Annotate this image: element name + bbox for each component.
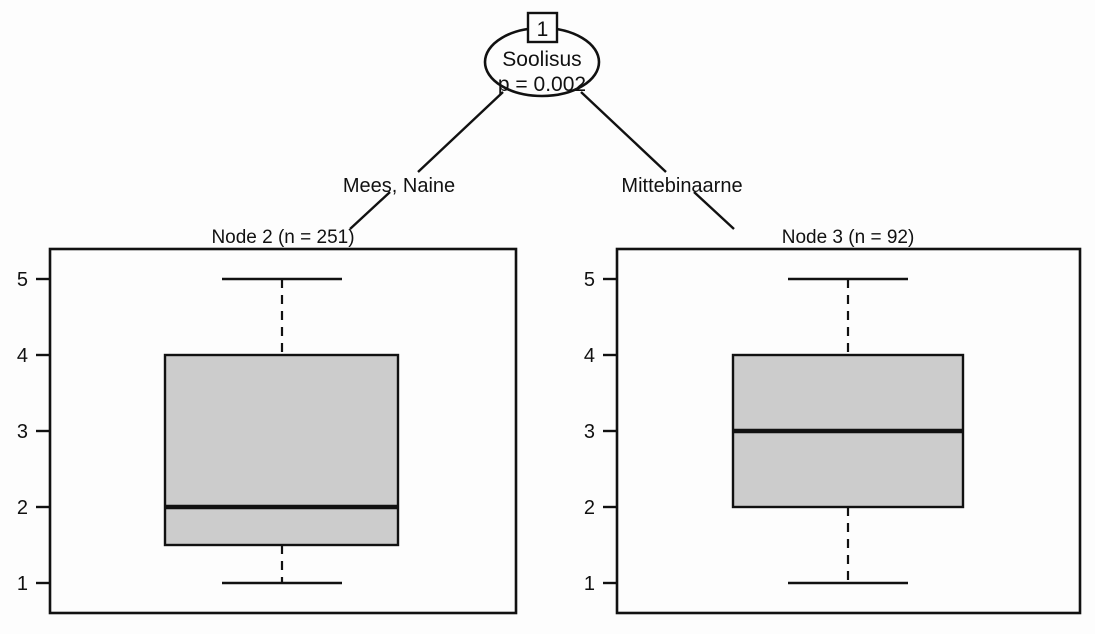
panel-node-2[interactable]: Node 2 (n = 251) 5 4 3 2 1 (17, 227, 518, 615)
edge-left-label: Mees, Naine (343, 175, 455, 197)
panel-node-3-tick-label-2: 2 (584, 497, 595, 519)
panel-node-2-tick-label-2: 2 (17, 497, 28, 519)
root-node-variable: Soolisus (502, 48, 581, 71)
panel-node-3-title: Node 3 (n = 92) (782, 227, 915, 248)
root-node-number: 1 (537, 18, 549, 41)
panel-node-3-boxplot[interactable] (731, 277, 965, 585)
panel-node-2-tick-label-1: 1 (17, 573, 28, 595)
panel-node-3-tick-label-1: 1 (584, 573, 595, 595)
edge-right-lower-segment (693, 191, 735, 230)
root-node-number-box (526, 11, 559, 44)
edge-left: Mees, Naine (343, 91, 504, 230)
root-node[interactable]: 1 Soolisus p = 0.002 (483, 11, 601, 98)
root-node-pvalue: p = 0.002 (498, 73, 586, 96)
panel-node-3-tick-label-4: 4 (584, 345, 595, 367)
edge-left-lower-segment (349, 191, 391, 230)
edge-right: Mittebinaarne (580, 91, 743, 230)
panel-node-3-tick-label-3: 3 (584, 421, 595, 443)
edge-left-upper-segment (417, 91, 504, 173)
panel-node-2-boxplot[interactable] (163, 277, 400, 585)
panel-node-2-axis: 5 4 3 2 1 (17, 269, 50, 595)
panel-node-2-title: Node 2 (n = 251) (211, 227, 354, 248)
panel-node-3-axis: 5 4 3 2 1 (584, 269, 617, 595)
edge-right-label: Mittebinaarne (621, 175, 742, 197)
panel-node-3[interactable]: Node 3 (n = 92) 5 4 3 2 1 (584, 227, 1082, 615)
edge-right-upper-segment (580, 91, 667, 173)
panel-node-2-box (163, 353, 400, 547)
panel-node-2-tick-label-3: 3 (17, 421, 28, 443)
panel-node-3-tick-label-5: 5 (584, 269, 595, 291)
panel-node-2-tick-label-5: 5 (17, 269, 28, 291)
panel-node-2-tick-label-4: 4 (17, 345, 28, 367)
